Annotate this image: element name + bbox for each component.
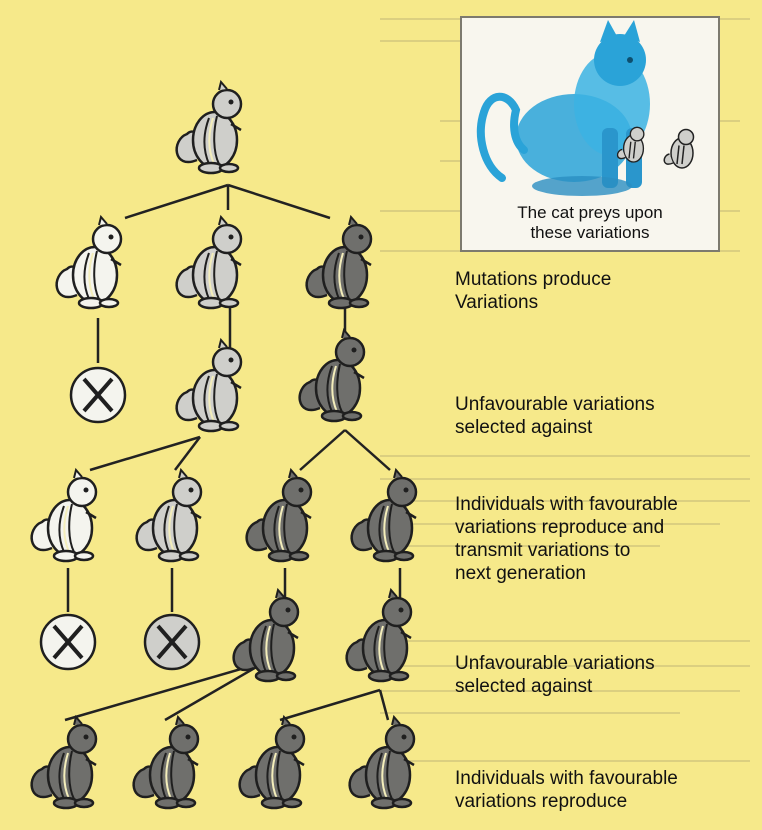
eliminated-x-icon [41, 615, 95, 669]
chipmunk-gen4-dark-2 [134, 717, 198, 808]
chipmunk-gen3-dark-2 [352, 470, 416, 561]
chipmunk-gen3-medium [137, 470, 201, 561]
label-line: transmit variations to [455, 539, 678, 562]
chipmunk-gen2-medium [177, 217, 241, 308]
chipmunk-gen4-dark-3 [240, 717, 304, 808]
cat-icon [481, 20, 650, 196]
label-favourable-reproduce: Individuals with favourable variations r… [455, 767, 678, 813]
label-unfavourable-1: Unfavourable variations selected against [455, 393, 655, 439]
chipmunk-gen3-light [32, 470, 96, 561]
chipmunk-parent [177, 82, 241, 173]
label-line: Unfavourable variations [455, 652, 655, 675]
eliminated-x-icon [145, 615, 199, 669]
chipmunk-survivor-dark-1 [234, 590, 298, 681]
label-line: Variations [455, 291, 611, 314]
label-line: next generation [455, 562, 678, 585]
cat-illustration [462, 18, 718, 203]
eliminated-x-icon [71, 368, 125, 422]
label-line: Mutations produce [455, 268, 611, 291]
chipmunk-gen2-dark [307, 217, 371, 308]
label-line: Individuals with favourable [455, 493, 678, 516]
label-line: selected against [455, 416, 655, 439]
label-favourable-transmit: Individuals with favourable variations r… [455, 493, 678, 585]
label-line: selected against [455, 675, 655, 698]
label-unfavourable-2: Unfavourable variations selected against [455, 652, 655, 698]
label-line: Individuals with favourable [455, 767, 678, 790]
chipmunk-gen3-dark-1 [247, 470, 311, 561]
chipmunk-gen4-dark-4 [350, 717, 414, 808]
cat-predation-box: The cat preys upon these variations [460, 16, 720, 252]
cat-caption: The cat preys upon these variations [462, 203, 718, 243]
label-line: Unfavourable variations [455, 393, 655, 416]
cat-caption-line-1: The cat preys upon [462, 203, 718, 223]
cat-caption-line-2: these variations [462, 223, 718, 243]
chipmunk-gen4-dark-1 [32, 717, 96, 808]
label-line: variations reproduce and [455, 516, 678, 539]
prey-chipmunk-2 [664, 130, 693, 169]
chipmunk-survivor-dark-2 [347, 590, 411, 681]
chipmunk-gen2-light [57, 217, 121, 308]
selection-tree-diagram [0, 0, 440, 830]
chipmunk-survivor-dark [300, 330, 364, 421]
chipmunk-survivor-medium [177, 340, 241, 431]
label-line: variations reproduce [455, 790, 678, 813]
label-mutations: Mutations produce Variations [455, 268, 611, 314]
